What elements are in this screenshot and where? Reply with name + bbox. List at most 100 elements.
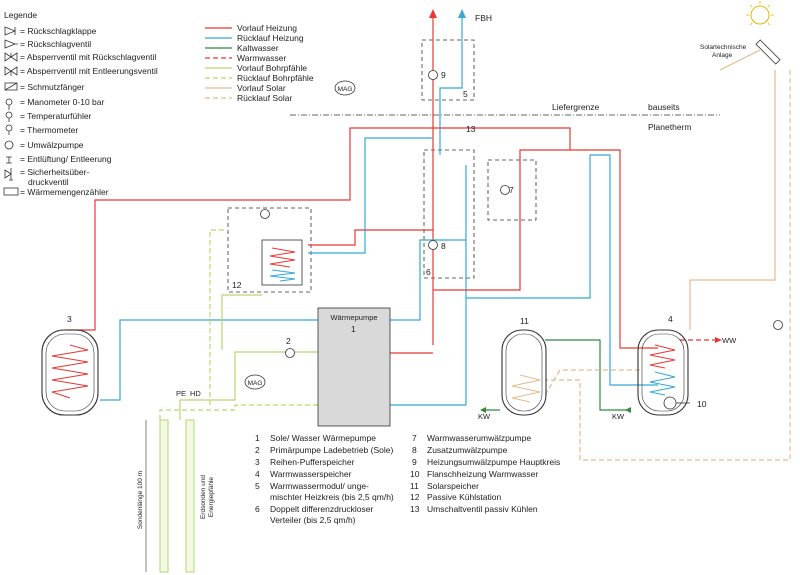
- symbol-legend: Legende = Rückschlagklappe = Rückschlagv…: [3, 10, 158, 197]
- bohr-ruecklauf: [159, 404, 318, 420]
- component-text: Warmwassermodul/ unge-: [270, 481, 369, 491]
- arrow-kw1: [480, 407, 486, 413]
- ruecklauf-ww-speicher: [466, 154, 658, 386]
- solarspeicher: [501, 329, 547, 416]
- kw2-label: KW: [612, 412, 625, 421]
- component-text: Primärpumpe Ladebetrieb (Sole): [270, 445, 393, 455]
- module-box-verteiler: [423, 149, 475, 279]
- line-legend-label: Vorlauf Heizung: [237, 23, 297, 33]
- sun-icon: [750, 5, 770, 25]
- marker-5: 5: [463, 89, 468, 99]
- component-num: 11: [410, 481, 419, 491]
- marker-3: 3: [67, 314, 72, 324]
- legend-title: Legende: [4, 10, 37, 20]
- component-num: 8: [412, 445, 417, 455]
- module-boxes: [227, 39, 537, 293]
- bohr-kuehlung-2: [221, 294, 262, 350]
- line-legend-label: Kaltwasser: [237, 43, 279, 53]
- pe-label: PE: [176, 389, 186, 398]
- schmutzfaenger-symbol: [4, 82, 18, 91]
- marker-9: 9: [441, 70, 446, 80]
- sondenlaenge-label: Sondenlänge 100 m: [137, 471, 144, 529]
- kaltwasser-2: [545, 339, 628, 411]
- marker-8: 8: [441, 241, 446, 251]
- kw1-label: KW: [478, 412, 491, 421]
- component-text: Verteiler (bis 2,5 qm/h): [270, 515, 356, 525]
- liefergrenze-label: Liefergrenze: [552, 102, 600, 112]
- component-num: 4: [255, 469, 260, 479]
- component-text: Heizungsumwälzpumpe Hauptkreis: [427, 457, 560, 467]
- kuehlstation-wt: [261, 239, 303, 286]
- arrow-up-vorlauf: [429, 9, 437, 18]
- component-text: Warmwasserspeicher: [270, 469, 352, 479]
- solar-vorlauf-down: [689, 70, 776, 330]
- component-text: Solarspeicher: [427, 481, 479, 491]
- ruecklauf-fbh: [439, 15, 463, 155]
- arrow-up-ruecklauf: [458, 9, 466, 18]
- marker-6: 6: [426, 267, 431, 277]
- component-text: mischter Heizkreis (bis 2,5 qm/h): [270, 492, 394, 502]
- legend-item-3: = Absperrventil mit Rückschlagventil: [20, 52, 156, 62]
- absperrventil-ev-symbol: [4, 66, 18, 76]
- component-text: Sole/ Wasser Wärmepumpe: [270, 433, 376, 443]
- legend-item-12: druckventil: [28, 177, 69, 187]
- marker-1: 1: [351, 324, 356, 334]
- component-num: 9: [412, 457, 417, 467]
- bohr-vorlauf: [179, 351, 318, 420]
- line-legend-label: Vorlauf Solar: [237, 83, 286, 93]
- erdsonden-label-2: Energiepfähle: [208, 477, 215, 517]
- legend-item-10: = Entlüftung/ Entleerung: [20, 154, 112, 164]
- component-num: 2: [255, 445, 260, 455]
- component-num: 1: [255, 433, 260, 443]
- marker-12: 12: [232, 280, 242, 290]
- component-num: 6: [255, 504, 260, 514]
- solar-speicher-link: [544, 369, 640, 396]
- marker-13: 13: [466, 124, 476, 134]
- warmwasserspeicher: [637, 329, 690, 416]
- erdsonden-label-1: Erdsonden und: [200, 475, 207, 519]
- line-legend: Vorlauf Heizung Rücklauf Heizung Kaltwas…: [205, 23, 314, 103]
- component-list: 1 Sole/ Wasser Wärmepumpe 2 Primärpumpe …: [255, 433, 560, 525]
- manometer-symbol: [5, 98, 13, 106]
- entlueftung-symbol: [6, 156, 12, 164]
- hd-label: HD: [190, 389, 201, 398]
- component-text: Warmwasserumwälzpumpe: [427, 433, 531, 443]
- marker-10: 10: [697, 399, 707, 409]
- vorlauf-ww-top: [433, 127, 571, 150]
- planetherm-label: Planetherm: [648, 122, 691, 132]
- thermometer-symbol: [5, 124, 13, 132]
- component-text: Flanschheizung Warmwasser: [427, 469, 538, 479]
- marker-7: 7: [509, 185, 514, 195]
- mag-label-1: MAG: [338, 86, 353, 93]
- bauseits-label: bauseits: [648, 102, 680, 112]
- mag-label-2: MAG: [248, 380, 263, 387]
- solar-ruecklauf: [545, 70, 791, 461]
- legend-item-8: = Thermometer: [20, 125, 78, 135]
- fbh-label: FBH: [475, 13, 492, 23]
- vorlauf-ww-speicher: [433, 149, 658, 349]
- rueckschlagklappe-symbol: [4, 26, 17, 36]
- legend-item-1: = Rückschlagklappe: [20, 26, 97, 36]
- mag-vessels: MAG MAG: [244, 80, 356, 390]
- module-box-ww: [487, 159, 537, 221]
- component-text: Zusatzumwälzpumpe: [427, 445, 508, 455]
- ruecklauf-puffer: [100, 239, 466, 401]
- wp-ruecklauf: [390, 165, 467, 406]
- component-text: Passive Kühlstation: [427, 492, 501, 502]
- component-num: 10: [410, 469, 420, 479]
- bohr-kuehlung-1: [209, 229, 228, 405]
- line-legend-label: Rücklauf Heizung: [237, 33, 304, 43]
- component-num: 5: [255, 481, 260, 491]
- component-text: Reihen-Pufferspeicher: [270, 457, 355, 467]
- ww-label: WW: [722, 336, 737, 345]
- legend-item-9: = Umwälzpumpe: [20, 140, 84, 150]
- temperaturfuehler-symbol: [5, 111, 13, 119]
- legend-item-11: = Sicherheitsüber-: [20, 167, 89, 177]
- marker-4: 4: [668, 314, 673, 324]
- line-legend-label: Rücklauf Solar: [237, 93, 292, 103]
- ruecklauf-kuehlung: [308, 137, 433, 254]
- line-legend-label: Warmwasser: [237, 53, 286, 63]
- rueckschlagventil-symbol: [4, 39, 18, 49]
- legend-item-7: = Temperaturfühler: [20, 111, 92, 121]
- component-num: 12: [410, 492, 420, 502]
